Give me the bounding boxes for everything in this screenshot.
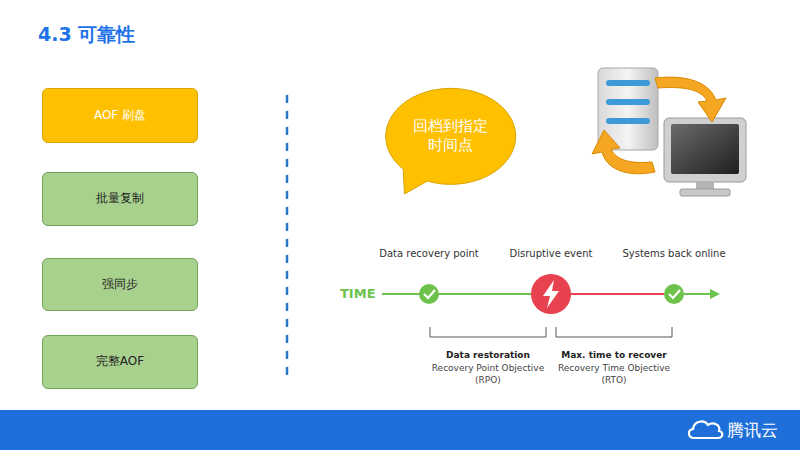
node-text: 完整AOF (96, 354, 144, 370)
speech-bubble: 回档到指定 时间点 (385, 88, 515, 184)
rto-bracket (556, 327, 672, 337)
process-box: 批量复制 (42, 172, 198, 226)
cloud-logo (689, 422, 722, 438)
timeline-green (382, 293, 536, 295)
separator-line (286, 95, 289, 382)
rpo-bracket (430, 327, 546, 337)
axis-label: TIME (340, 285, 376, 303)
node-text: 强同步 (102, 277, 138, 293)
timeline-green-end (684, 293, 712, 295)
process-box: 完整AOF (42, 335, 198, 389)
timeline-label: Disruptive event (496, 247, 606, 261)
bracket-text: Recovery Time Objective (RTO) (554, 362, 674, 386)
bracket-heading: Data restoration (428, 349, 548, 361)
timeline-label: Systems back online (614, 247, 734, 261)
process-box: AOF 刷盘 (42, 88, 198, 143)
check-circle (664, 284, 684, 304)
timeline-red (566, 293, 664, 295)
node-text: 批量复制 (96, 191, 144, 207)
brand-name: 腾讯云 (727, 419, 778, 442)
timeline-panel (340, 226, 746, 404)
sync-arrows (592, 77, 726, 174)
node-text: AOF 刷盘 (94, 108, 146, 124)
bracket-text: Recovery Point Objective (RPO) (428, 362, 548, 386)
monitor-icon (664, 118, 746, 196)
timeline-arrowhead (710, 289, 720, 299)
disruption-circle (531, 274, 571, 314)
process-box: 强同步 (42, 258, 198, 311)
footer-bar (0, 410, 800, 450)
bracket-heading: Max. time to recover (554, 349, 674, 361)
check-circle (419, 284, 439, 304)
slide-title: 4.3 可靠性 (38, 22, 135, 48)
bubble-shape (386, 88, 516, 194)
timeline-label: Data recovery point (364, 247, 494, 261)
node-text: 回档到指定 时间点 (409, 117, 491, 156)
